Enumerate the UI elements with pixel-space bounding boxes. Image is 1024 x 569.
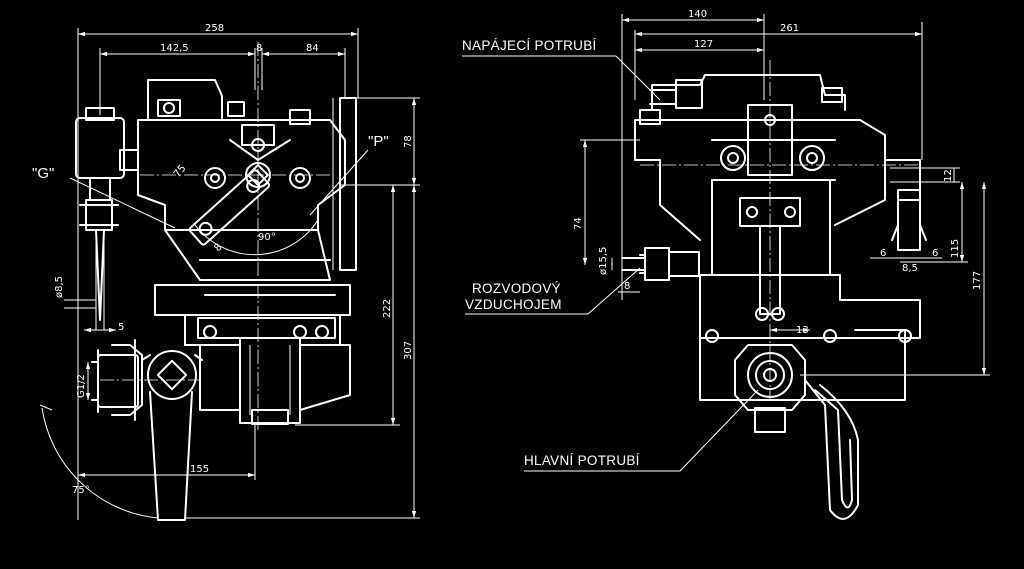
angle-75: 75° [72,485,90,496]
label-supply-pipe: NAPÁJECÍ POTRUBÍ [462,38,597,53]
dim-258: 258 [205,23,224,34]
dim-13: 13 [796,325,809,336]
angle-90: 90° [258,232,276,243]
left-view: 258 142,5 8 84 78 222 307 [32,23,420,521]
dim-small-8: 8 [624,281,630,292]
dim-74: 74 [573,217,584,230]
label-distribution-line1: ROZVODOVÝ [472,281,561,296]
dim-142-5: 142,5 [160,43,189,54]
dim-307: 307 [403,341,414,360]
label-port-g: "G" [32,165,54,182]
dim-84: 84 [306,43,319,54]
dim-8-5: 8,5 [902,263,918,274]
label-main-pipe: HLAVNÍ POTRUBÍ [524,453,640,468]
dim-bore: ø15,5 [598,247,609,275]
dim-12: 12 [943,169,954,182]
dim-8: 8 [256,43,262,54]
dim-155: 155 [190,464,209,475]
dim-127: 127 [694,39,713,50]
dim-thread: G1/2 [76,374,87,398]
right-view: 140 261 127 NAPÁJECÍ POTRUBÍ [462,9,990,520]
dim-177: 177 [972,271,983,290]
dim-140: 140 [688,9,707,20]
label-distribution-line2: VZDUCHOJEM [465,297,562,312]
dim-78: 78 [403,135,414,148]
dim-5: 5 [118,322,124,333]
dim-6a: 6 [880,248,886,259]
dim-bracket-8: 8 [212,242,224,254]
dim-6b: 6 [932,248,938,259]
dim-bracket-75: 75 [172,163,189,180]
label-port-p: "P" [368,133,389,150]
dim-261: 261 [780,23,799,34]
dim-115: 115 [950,239,961,258]
dim-nozzle-diameter: ø8,5 [54,276,65,298]
dim-222: 222 [382,299,393,318]
